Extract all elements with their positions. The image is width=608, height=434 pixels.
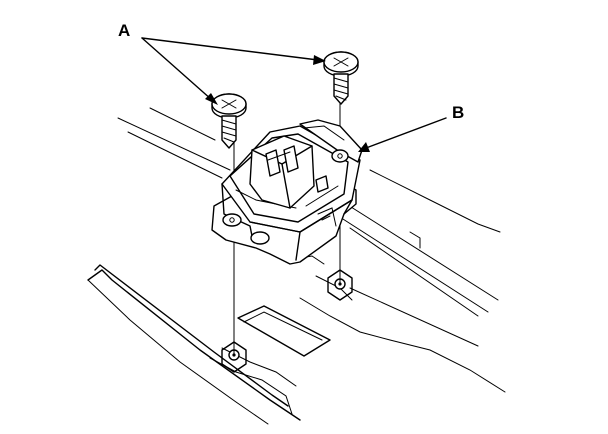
callout-label-b: B — [452, 103, 464, 122]
arrowhead-icon — [313, 55, 326, 65]
connector-bracket — [211, 119, 363, 265]
arrowhead-icon — [205, 93, 218, 105]
floor-rails — [87, 107, 506, 425]
leader-lines — [141, 37, 447, 152]
screw-icon-left — [211, 93, 247, 149]
arrowhead-icon — [358, 142, 370, 152]
callout-label-a: A — [118, 21, 130, 40]
screw-icon-right — [323, 51, 359, 105]
